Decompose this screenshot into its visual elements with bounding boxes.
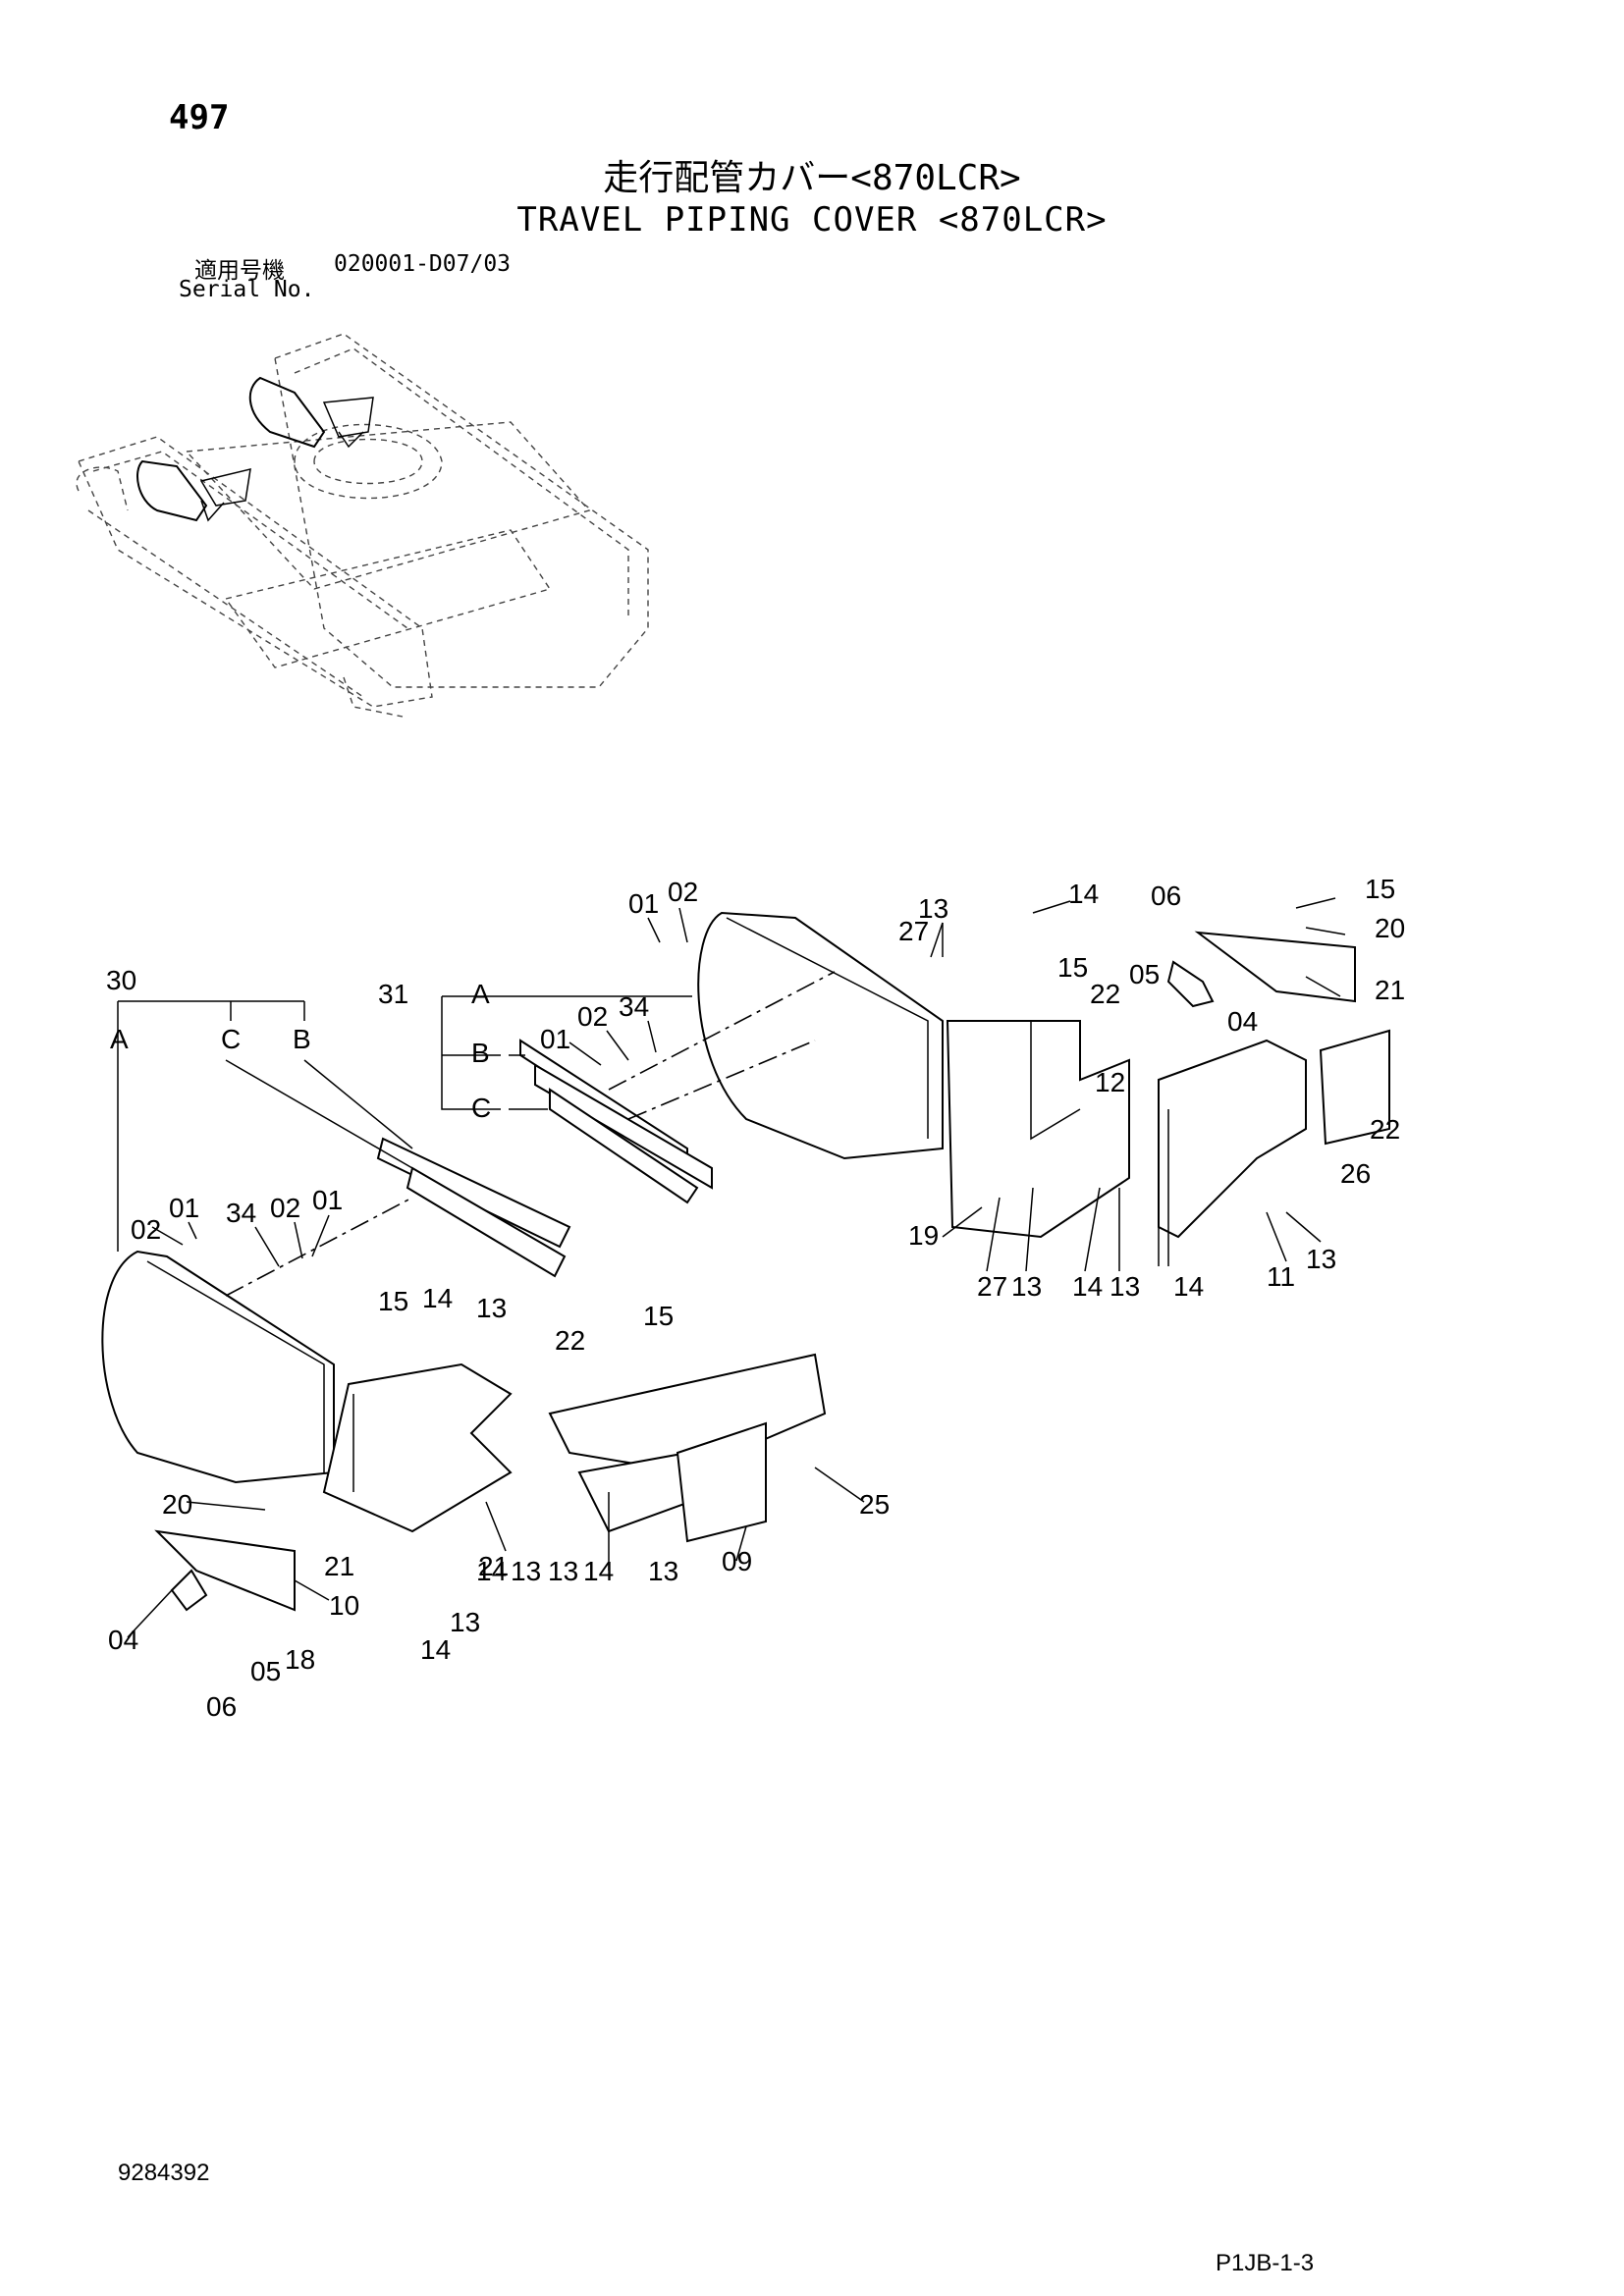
callout: 15 (1365, 874, 1395, 904)
callout: 02 (668, 877, 698, 907)
callout-labels: 01 02 01 02 34 31 A B C 30 A C B 02 01 3… (106, 874, 1405, 1722)
callout: 22 (555, 1325, 585, 1356)
callout: 06 (1151, 881, 1181, 911)
callout: 15 (378, 1286, 408, 1316)
callout: A (110, 1024, 129, 1054)
callout: 13 (476, 1293, 507, 1323)
callout: A (471, 979, 490, 1009)
callout: 25 (859, 1489, 890, 1520)
reference-code: P1JB-1-3 (1216, 2250, 1315, 2276)
undercarriage-overview (76, 333, 649, 718)
callout: 05 (1129, 959, 1160, 989)
callout: 01 (628, 888, 659, 919)
callout: 14 (422, 1283, 453, 1313)
callout: 11 (1267, 1261, 1295, 1292)
callout: 14 (476, 1556, 507, 1586)
callout: 14 (1068, 879, 1099, 909)
callout: 18 (285, 1644, 315, 1675)
callout: 26 (1340, 1158, 1371, 1189)
title-english: TRAVEL PIPING COVER <870LCR> (516, 200, 1108, 240)
callout: 14 (1072, 1271, 1103, 1302)
callout: C (471, 1093, 491, 1123)
callout: 13 (548, 1556, 578, 1586)
callout: 04 (1227, 1006, 1258, 1037)
callout: 34 (226, 1198, 256, 1228)
title-japanese: 走行配管カバー<870LCR> (603, 158, 1021, 198)
serial-label-en: Serial No. (179, 277, 315, 302)
callout: 21 (1375, 975, 1405, 1005)
callout: 27 (898, 916, 929, 946)
cover-plates-right (946, 931, 1390, 1266)
callout: 02 (270, 1193, 300, 1223)
callout: 10 (329, 1590, 359, 1621)
callout: 21 (324, 1551, 354, 1581)
callout: 04 (108, 1625, 138, 1655)
callout: 22 (1090, 979, 1120, 1009)
callout: 20 (162, 1489, 192, 1520)
callout: 09 (722, 1546, 752, 1576)
serial-range: 020001-D07/03 (334, 251, 512, 277)
cover-assembly-30 (101, 1000, 571, 1484)
callout: 13 (450, 1607, 480, 1637)
callout: 30 (106, 965, 136, 995)
callout: 15 (643, 1301, 674, 1331)
callout: 02 (577, 1001, 608, 1032)
callout: 14 (1173, 1271, 1204, 1302)
callout: 31 (378, 979, 408, 1009)
callout: 27 (977, 1271, 1007, 1302)
callout: 01 (312, 1185, 343, 1215)
page-number: 497 (169, 98, 230, 137)
callout: C (221, 1024, 241, 1054)
cover-assembly-31 (441, 911, 944, 1204)
callout: 01 (540, 1024, 570, 1054)
callout: 13 (648, 1556, 678, 1586)
callout: 13 (1110, 1271, 1140, 1302)
leader-lines (127, 897, 1346, 1638)
callout: 13 (1306, 1244, 1336, 1274)
callout: 14 (420, 1634, 451, 1665)
callout: 15 (1057, 952, 1088, 983)
callout: 01 (169, 1193, 199, 1223)
callout: B (293, 1024, 311, 1054)
callout: 19 (908, 1220, 939, 1251)
callout: 20 (1375, 913, 1405, 943)
callout: B (471, 1038, 490, 1068)
callout: 06 (206, 1691, 237, 1722)
callout: 05 (250, 1656, 281, 1686)
callout: 12 (1095, 1067, 1125, 1097)
callout: 13 (1011, 1271, 1042, 1302)
callout: 34 (619, 991, 649, 1022)
serial-label-jp: 適用号機 (194, 258, 285, 284)
cover-plates-lower (154, 1353, 827, 1612)
callout: 13 (511, 1556, 541, 1586)
callout: 21 (478, 1551, 509, 1581)
document-code: 9284392 (118, 2160, 210, 2186)
callout: 13 (918, 893, 948, 924)
callout: 22 (1370, 1114, 1400, 1145)
